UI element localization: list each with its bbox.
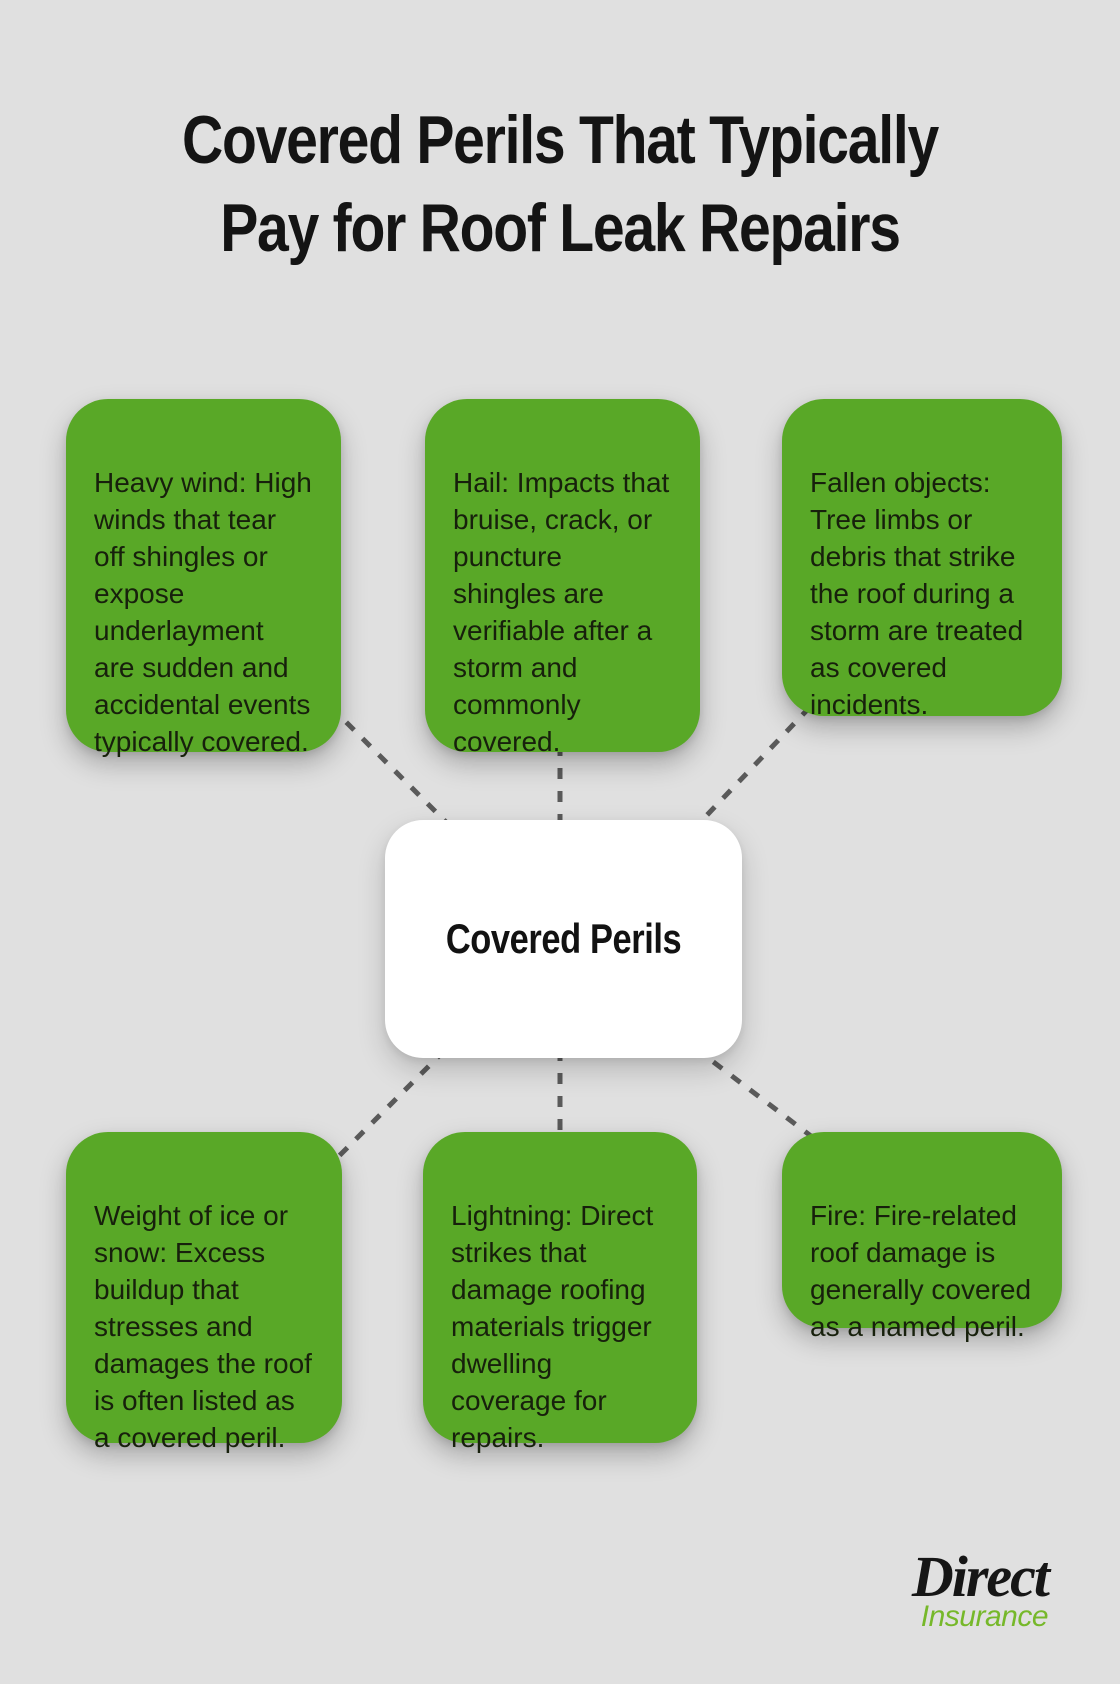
- logo-wordmark-insurance: Insurance: [920, 1600, 1049, 1633]
- node-lightning: Lightning: Direct strikes that damage ro…: [423, 1132, 697, 1453]
- node-fire: Fire: Fire-related roof damage is genera…: [782, 1132, 1062, 1342]
- node-fallen-objects: Fallen objects: Tree limbs or debris tha…: [782, 399, 1062, 720]
- page-title: Covered Perils That Typically Pay for Ro…: [181, 102, 939, 266]
- node-weight-of-ice-or-snow: Weight of ice or snow: Excess buildup th…: [66, 1132, 342, 1453]
- logo-wordmark-direct: Direct: [911, 1544, 1050, 1609]
- node-hail: Hail: Impacts that bruise, crack, or pun…: [425, 399, 700, 757]
- center-node-label: Covered Perils: [445, 915, 682, 962]
- node-hail-text: Hail: Impacts that bruise, crack, or pun…: [453, 467, 670, 757]
- node-lightning-text: Lightning: Direct strikes that damage ro…: [451, 1200, 654, 1453]
- node-heavy-wind: Heavy wind: High winds that tear off shi…: [66, 399, 341, 757]
- connector-top-right: [686, 705, 812, 837]
- node-fallen-objects-text: Fallen objects: Tree limbs or debris tha…: [810, 467, 1024, 720]
- center-node: Covered Perils: [385, 820, 742, 1058]
- node-fire-text: Fire: Fire-related roof damage is genera…: [810, 1200, 1032, 1342]
- connector-bottom-left: [328, 1048, 447, 1167]
- node-heavy-wind-text: Heavy wind: High winds that tear off shi…: [94, 467, 312, 757]
- connector-top-left: [328, 704, 457, 833]
- direct-insurance-logo: Direct Insurance: [911, 1544, 1050, 1633]
- node-weight-of-ice-or-snow-text: Weight of ice or snow: Excess buildup th…: [94, 1200, 312, 1453]
